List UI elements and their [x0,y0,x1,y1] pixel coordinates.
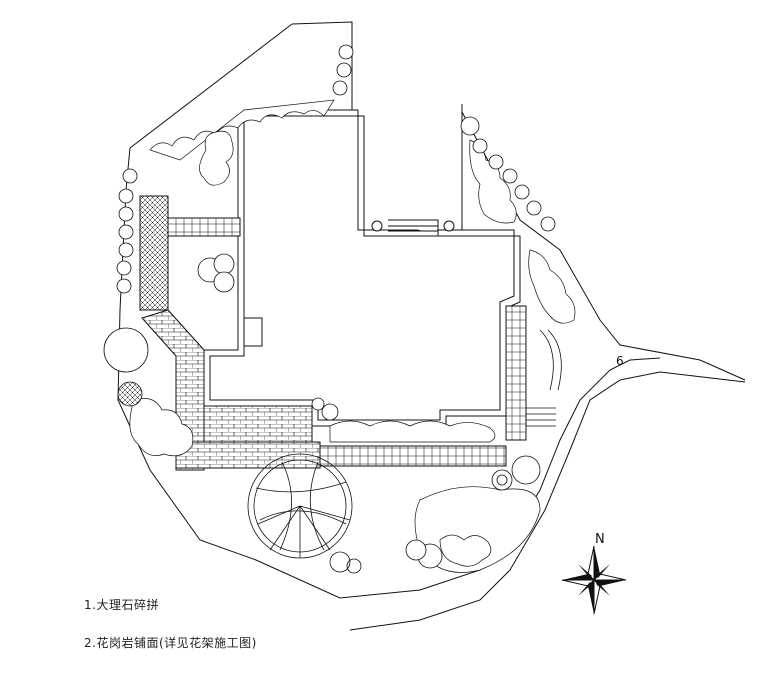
road-label: 6 [616,354,624,368]
legend-item-marble-paving: 1.大理石碎拼 [84,598,159,612]
tree-symbols [103,44,556,569]
legend-item-granite-paving: 2.花岗岩铺面(详见花架施工图) [84,636,257,650]
entry-steps [526,329,562,427]
marble-crazy-paving [139,195,241,311]
circular-pergola-feature [247,453,362,574]
north-arrow-icon [561,545,627,615]
north-label: N [595,532,605,547]
building-footprint [203,104,521,427]
planting-shrubs [129,99,576,573]
